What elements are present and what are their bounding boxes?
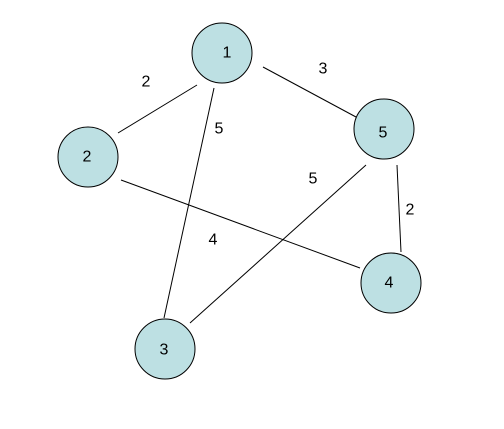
graph-node-3: 3 bbox=[134, 318, 196, 380]
node-5-label: 5 bbox=[379, 125, 388, 142]
edge-weight-1-3: 5 bbox=[215, 121, 224, 138]
weights-layer: 2 3 5 4 5 2 bbox=[142, 61, 415, 249]
node-4-label: 4 bbox=[385, 275, 394, 292]
node-4-circle bbox=[360, 252, 422, 314]
node-3-circle bbox=[134, 318, 196, 380]
edges-layer bbox=[117, 66, 402, 324]
node-1-circle bbox=[191, 22, 253, 84]
graph-node-5: 5 bbox=[353, 98, 415, 160]
graph-node-1: 1 bbox=[191, 22, 253, 84]
node-2-circle bbox=[57, 126, 119, 188]
node-3-label: 3 bbox=[160, 342, 169, 359]
edge-1-5 bbox=[262, 66, 357, 118]
edge-5-3 bbox=[189, 164, 367, 324]
edge-5-4 bbox=[396, 164, 402, 253]
edge-weight-5-4: 2 bbox=[406, 202, 415, 219]
graph-node-2: 2 bbox=[57, 126, 119, 188]
edge-weight-5-3: 5 bbox=[309, 171, 318, 188]
node-1-label: 1 bbox=[223, 45, 232, 62]
edge-weight-1-2: 2 bbox=[142, 74, 151, 91]
node-5-circle bbox=[353, 98, 415, 160]
edge-1-2 bbox=[117, 84, 198, 134]
edge-weight-2-4: 4 bbox=[209, 232, 218, 249]
node-2-label: 2 bbox=[83, 149, 92, 166]
edge-weight-1-5: 3 bbox=[319, 61, 328, 78]
nodes-layer: 1 2 3 4 5 bbox=[57, 22, 422, 380]
edge-2-4 bbox=[120, 179, 361, 269]
graph-node-4: 4 bbox=[360, 252, 422, 314]
edge-1-3 bbox=[163, 87, 215, 319]
